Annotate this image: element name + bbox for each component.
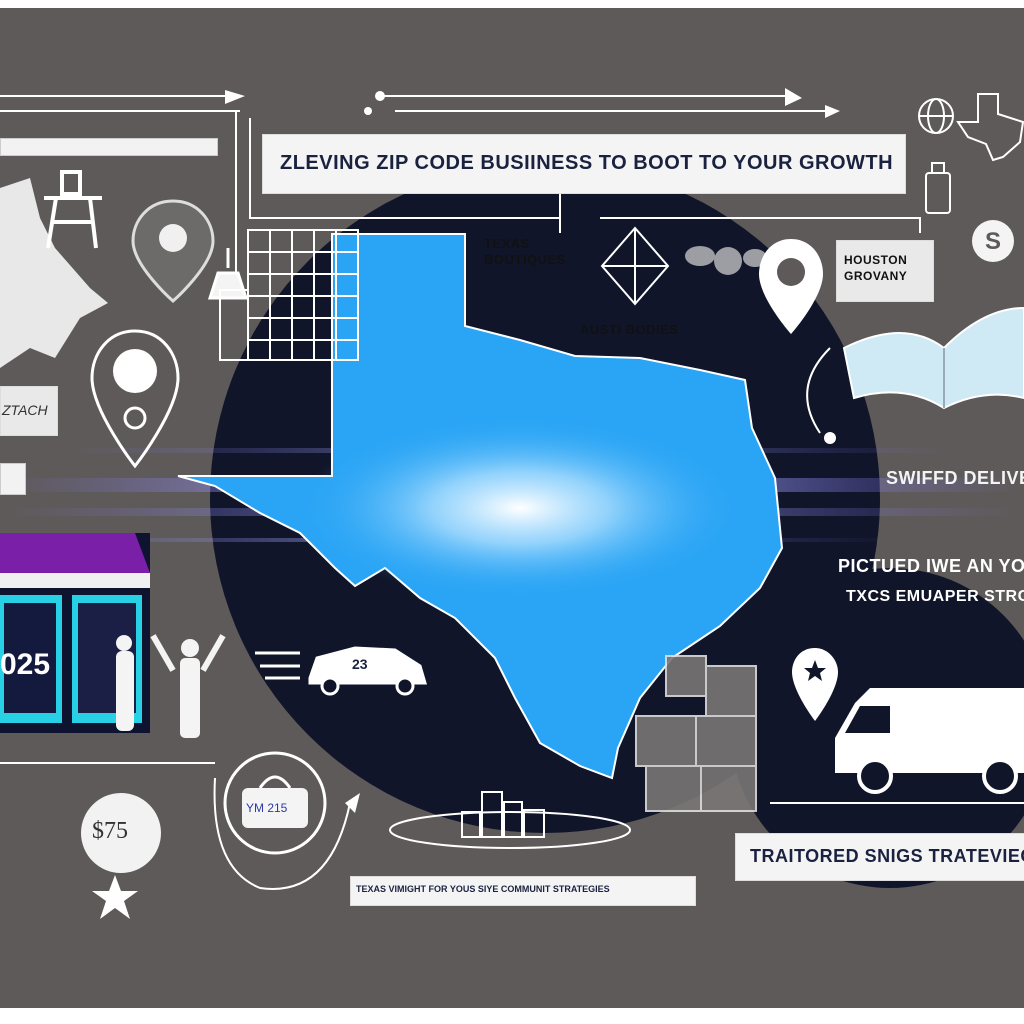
tailored-strategies-box [735,833,1024,881]
shopping-bag-icon [223,751,327,855]
compass-diamond-icon [600,226,670,306]
houston-label-box [836,240,934,302]
pictured-line1-text: PICTUED IWE AN YOUR [838,556,1024,576]
texas-map [177,233,784,780]
texas-boutiques-label: TEXAS BOUTIQUES [484,236,566,267]
left-top-bar [0,138,218,156]
bottom-caption-text: TEXAS VIMIGHT FOR YOUS SIYE COMMUNIT STR… [356,884,610,894]
people-silhouettes [116,634,226,738]
houston-label-text: HOUSTON GROVANY [844,253,908,283]
building-grid-icon [219,229,359,361]
texas-outline-icon [956,93,1024,162]
headline-banner [262,134,906,194]
texas-outline-left-icon [0,178,108,368]
open-book-icon [842,306,1024,410]
star-icon [92,875,138,919]
gear-pin-icon [90,329,180,469]
left-tag-text: ZTACH [2,402,48,418]
price-circle [81,793,161,873]
location-pin-icon [131,199,215,303]
price-tag-text: $75 [92,818,128,844]
world-map-icon [685,246,767,275]
lamp-icon [207,248,249,300]
tailored-strategies-text: TRAITORED SNIGS TRATEVIEGES [750,846,1024,866]
package-boxes-icon [635,655,757,812]
globe-icon [918,98,954,134]
star-pin-icon [792,648,838,721]
storefront-number: 025 [0,648,51,681]
swift-delivery-text: SWIFFD DELIVE [886,468,1024,488]
svg-text:S: S [985,228,1001,255]
tag-code-text: YM 215 [246,801,288,815]
connector-lines [0,88,1024,890]
location-pin-large-icon [759,239,823,334]
pictured-line2-text: TXCS EMUAPER STRCIE [846,588,1024,605]
race-car-icon [255,646,428,696]
bottle-icon [925,162,951,214]
left-tag-box [0,386,58,436]
headline-text: ZLEVING ZIP CODE BUSIINESS TO BOOT TO YO… [280,152,894,174]
car-plate-text: 23 [352,656,368,672]
delivery-van-icon [835,688,1024,794]
bottom-caption-box [350,876,696,906]
stool-icon [44,170,102,249]
city-skyline-icon [461,791,545,838]
dollar-icon: S [972,220,1014,262]
austin-bodies-label: AUSTI BODIES [580,322,679,337]
infographic-canvas: ZLEVING ZIP CODE BUSIINESS TO BOOT TO YO… [0,8,1024,1008]
right-bar [0,463,26,495]
